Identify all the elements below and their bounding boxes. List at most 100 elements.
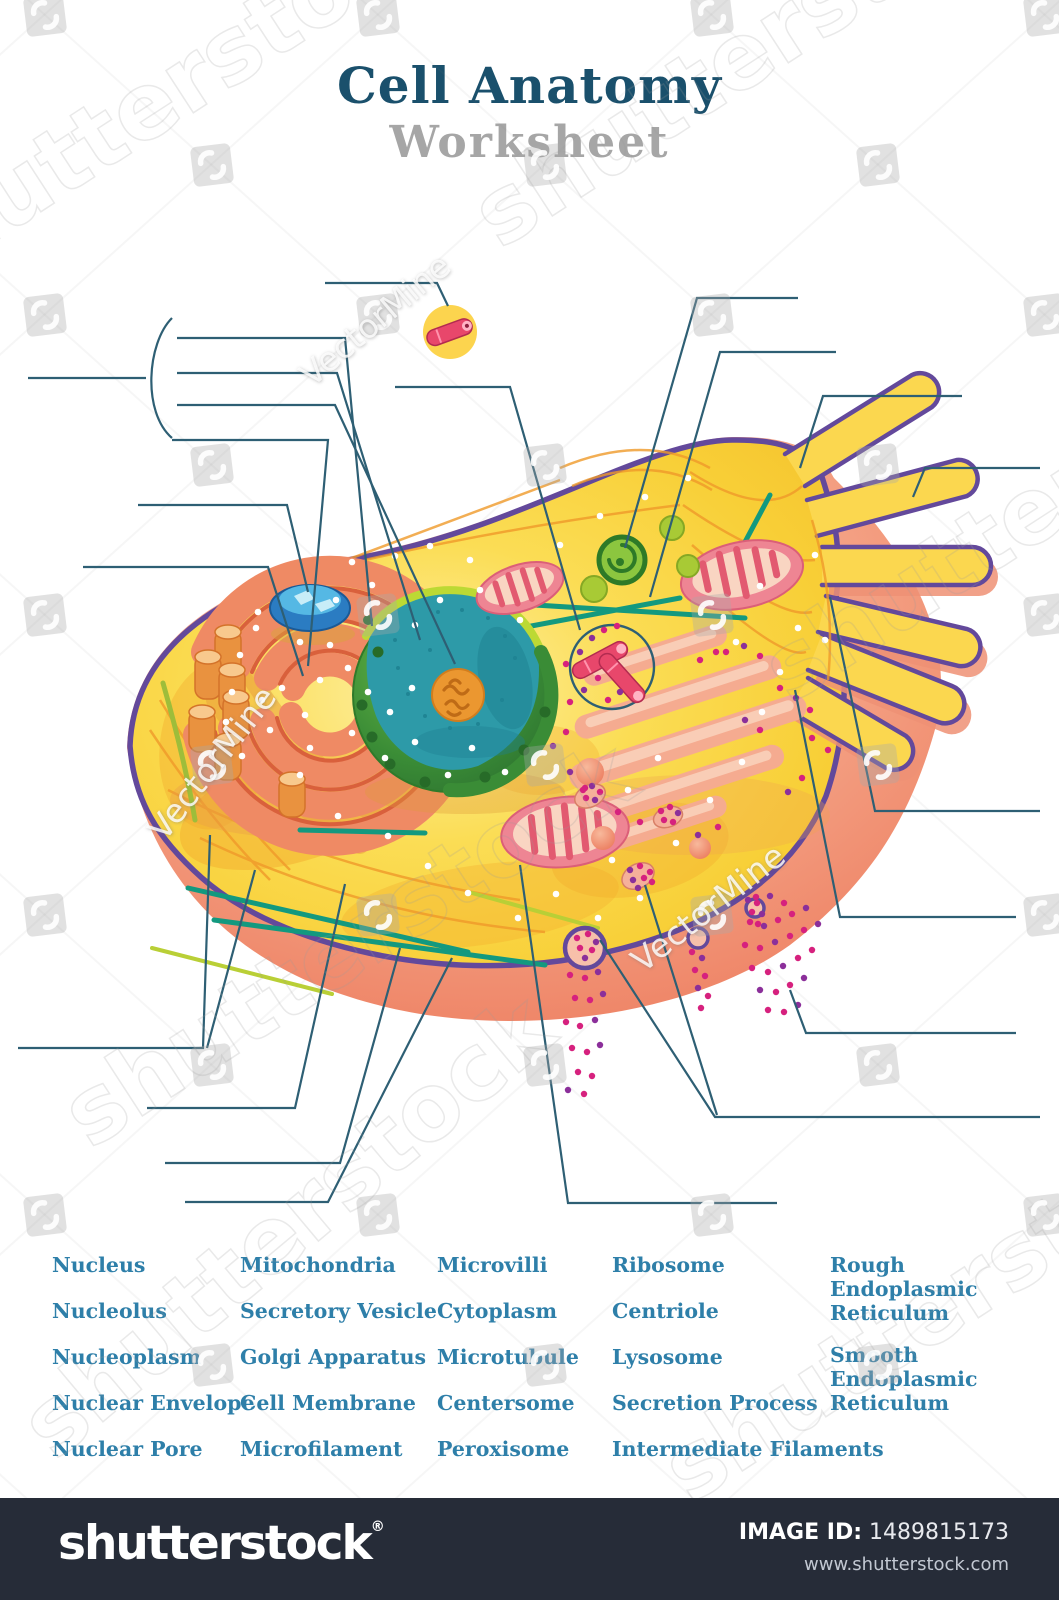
ribosome-dot [756, 582, 764, 590]
ribosome-dot [706, 796, 714, 804]
secretion-dot [588, 946, 596, 954]
ribosome-dot [516, 616, 524, 624]
vesicle-balls [576, 758, 711, 859]
watermark-tile [690, 1193, 734, 1237]
shutterstock-icon [1030, 300, 1059, 330]
word-bank-item: Smooth Endoplasmic Reticulum [830, 1343, 978, 1415]
secretion-dot [740, 642, 748, 650]
secretion-dot [798, 774, 806, 782]
mitochondrion [475, 561, 565, 615]
ribosome-dot [444, 771, 452, 779]
word-bank-column: Mitochondria Secretory Vesicle Golgi App… [240, 1253, 437, 1483]
centriole-zoom-circle [423, 305, 477, 359]
ribosome-dot [316, 676, 324, 684]
secretion-dot [594, 968, 602, 976]
ribosome-dot [811, 551, 819, 559]
microvilli [782, 370, 998, 781]
ribosome-dot [758, 708, 766, 716]
secretion-dot [794, 954, 802, 962]
ribosome-dot [236, 651, 244, 659]
secretion-dot [748, 908, 756, 916]
peroxisomes [580, 515, 700, 603]
ribosome-dot [386, 708, 394, 716]
watermark-tile [523, 1043, 567, 1087]
secretion-dot [614, 808, 622, 816]
shutterstock-icon [863, 1050, 893, 1080]
shutterstock-icon [863, 450, 893, 480]
ghost-watermark: shutterstock [744, 274, 1059, 724]
watermark-tile [23, 293, 67, 337]
label-line [828, 596, 1040, 813]
nucleoplasm [366, 592, 539, 770]
label-line [518, 864, 777, 1205]
word-bank-item: Centriole [612, 1299, 719, 1323]
ribosome-dot [732, 638, 740, 646]
secretion-dot [591, 1016, 599, 1024]
secretion-dot [596, 1041, 604, 1049]
word-bank-item: Nuclear Envelope [52, 1391, 255, 1415]
secretion-dot [786, 932, 794, 940]
secretion-dot [626, 866, 634, 874]
ribosome-dot [821, 636, 829, 644]
secretion-dot [660, 816, 668, 824]
page-title-block: Cell Anatomy Worksheet [0, 58, 1059, 167]
secretion-dot [741, 716, 749, 724]
lattice-line [0, 873, 808, 1600]
lattice-line [281, 900, 1059, 1600]
secretion-dot [694, 984, 702, 992]
word-bank-item: Microvilli [437, 1253, 548, 1277]
secretion-dot [600, 626, 608, 634]
secretion-dot [688, 948, 696, 956]
secretion-dot [784, 788, 792, 796]
ribosome-dot [738, 758, 746, 766]
secretion-dot [786, 981, 794, 989]
shutterstock-icon [1030, 1200, 1059, 1230]
nucleoplasm-texture [393, 608, 517, 730]
ribosome-dot [476, 586, 484, 594]
secretion-dot [674, 809, 682, 817]
secretion-dot [564, 1086, 572, 1094]
secretion-dot [646, 868, 654, 876]
word-bank-item: Nucleolus [52, 1299, 167, 1323]
label-line [911, 466, 1040, 498]
secretion-dot [824, 746, 832, 754]
word-bank-item: Lysosome [612, 1345, 723, 1369]
label-line [18, 834, 212, 1050]
ribosome-dot [684, 474, 692, 482]
lysosome [269, 584, 355, 645]
secretion-dot [722, 648, 730, 656]
watermark-tile [356, 893, 400, 937]
secretion-dot [774, 916, 782, 924]
shutterstock-icon [863, 750, 893, 780]
label-line [798, 394, 962, 469]
watermark-tile [856, 743, 900, 787]
label-line [177, 371, 422, 641]
secretion-dot [573, 934, 581, 942]
secretion-dot [788, 910, 796, 918]
registered-mark: ® [370, 1519, 385, 1535]
ribosome-dot [596, 512, 604, 520]
word-bank-column: Microvilli Cytoplasm Microtubule Centers… [437, 1253, 579, 1483]
ribosome-dot [436, 596, 444, 604]
secretion-dot [776, 684, 784, 692]
word-bank-item: Secretory Vesicle [240, 1299, 437, 1323]
shutterstock-logo: shutterstock® [58, 1516, 385, 1571]
secretion-dot [764, 968, 772, 976]
shutterstock-icon [697, 0, 727, 30]
secretion-dot [694, 831, 702, 839]
centrosome-spiral [596, 534, 648, 586]
watermark-tile [523, 443, 567, 487]
label-line [648, 350, 836, 598]
nucleus [352, 586, 565, 814]
ribosome-dot [654, 754, 662, 762]
secretion-dot [712, 648, 720, 656]
shutterstock-icon [30, 300, 60, 330]
shutterstock-icon [363, 600, 393, 630]
nuclear-pores [356, 615, 551, 788]
secretion-dot [629, 876, 637, 884]
word-bank-column: Ribosome Centriole Lysosome Secretion Pr… [612, 1253, 884, 1483]
label-line [185, 957, 453, 1204]
ribosome-dot [301, 711, 309, 719]
label-line [788, 989, 1016, 1035]
secretion-dot [568, 1044, 576, 1052]
